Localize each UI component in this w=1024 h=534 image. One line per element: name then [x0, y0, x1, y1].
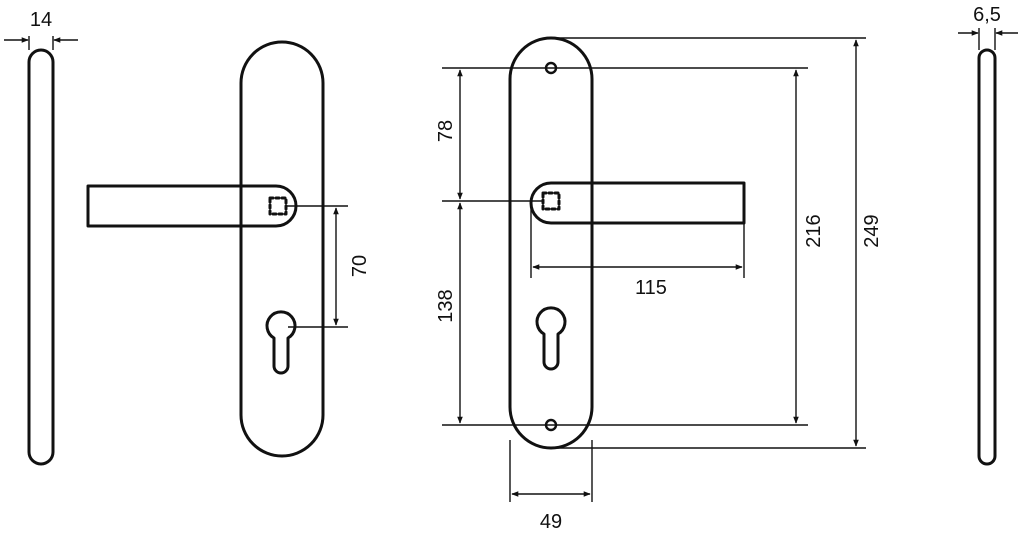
spindle-square-left: [268, 196, 288, 216]
dim-label-14: 14: [30, 9, 52, 31]
right-side-profile: 6,5: [958, 4, 1018, 466]
plate-view-main: 78 138 115 216 249 49: [435, 36, 883, 533]
lever-handle-left: [86, 184, 298, 228]
lever-handle-main: [529, 181, 746, 225]
plate-view-left: 70: [86, 40, 371, 458]
left-side-profile: 14: [4, 9, 78, 466]
dim-label-78: 78: [435, 120, 457, 142]
dim-label-49: 49: [540, 511, 562, 533]
keyhole-left: [265, 310, 297, 375]
spindle-square-main: [541, 191, 561, 211]
backplate-outline-left: [239, 40, 325, 458]
dim-label-138: 138: [435, 289, 457, 322]
left-profile-outline: [27, 48, 55, 466]
dim-label-249: 249: [861, 214, 883, 247]
keyhole-main: [535, 306, 567, 371]
backplate-outline-main: [508, 36, 594, 450]
dim-label-6-5: 6,5: [973, 4, 1001, 26]
dim-label-216: 216: [803, 214, 825, 247]
dim-label-70: 70: [349, 255, 371, 277]
right-profile-outline: [977, 48, 997, 466]
dim-label-115: 115: [635, 277, 667, 299]
